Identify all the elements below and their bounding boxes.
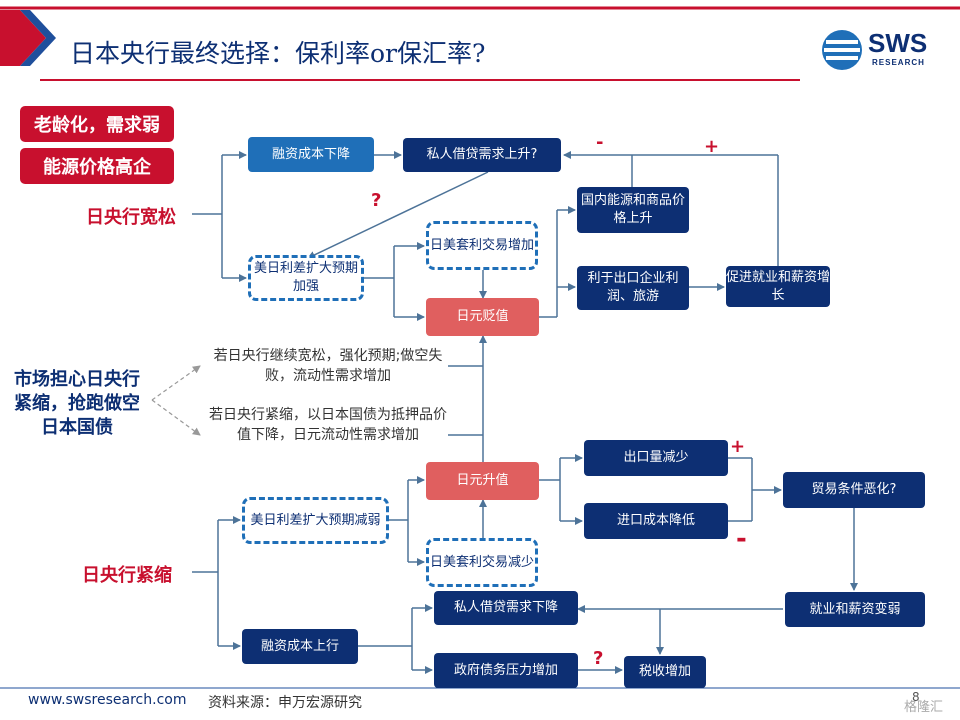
node-spread-widen-weak: 美日利差扩大预期减弱: [242, 497, 389, 544]
node-spread-widen-strong: 美日利差扩大预期加强: [248, 255, 364, 301]
node-exporters-profit: 利于出口企业利润、旅游: [577, 266, 689, 310]
label-market-worry: 市场担心日央行紧缩，抢跑做空日本国债: [14, 369, 140, 438]
node-domestic-prices-up: 国内能源和商品价格上升: [577, 187, 689, 233]
note-continued-easing: 若日央行继续宽松，强化预期;做空失败，流动性需求增加: [213, 348, 443, 384]
node-private-credit-down: 私人借贷需求下降: [434, 591, 578, 625]
footer-url[interactable]: www.swsresearch.com: [28, 692, 187, 708]
node-import-cost-down: 进口成本降低: [584, 503, 728, 539]
tag-energy-prices-high: 能源价格高企: [20, 148, 174, 184]
node-carry-trade-down: 日美套利交易减少: [426, 538, 538, 587]
sign-plus-top: +: [704, 136, 720, 157]
tag-aging-weak-demand: 老龄化，需求弱: [20, 106, 174, 142]
node-tax-revenue-up: 税收增加: [624, 656, 706, 688]
node-yen-depreciation: 日元贬值: [426, 298, 539, 336]
node-employment-wage-up: 促进就业和薪资增长: [726, 266, 830, 307]
sign-question-top: ?: [371, 190, 382, 211]
label-boj-tightening: 日央行紧缩: [82, 565, 172, 586]
node-financing-cost-down: 融资成本下降: [248, 137, 374, 172]
header-decoration: [0, 6, 960, 81]
footer-source: 资料来源：申万宏源研究: [208, 695, 362, 711]
sign-question-bottom: ?: [593, 648, 604, 669]
logo-subtext: RESEARCH: [872, 58, 925, 67]
node-yen-appreciation: 日元升值: [426, 462, 539, 500]
watermark: 格隆汇: [904, 700, 944, 715]
sws-logo: SWS RESEARCH: [820, 28, 940, 72]
node-terms-of-trade-worse: 贸易条件恶化?: [783, 472, 925, 508]
label-boj-easing: 日央行宽松: [86, 207, 176, 228]
page-number: 8: [912, 690, 920, 704]
logo-mark-icon: [822, 30, 862, 70]
node-financing-cost-up: 融资成本上行: [242, 629, 358, 664]
node-carry-trade-up: 日美套利交易增加: [426, 221, 538, 270]
node-exports-down: 出口量减少: [584, 440, 728, 476]
page-title: 日本央行最终选择：保利率or保汇率?: [70, 39, 486, 68]
sign-minus-bottom: -: [736, 524, 747, 554]
node-employment-wage-weak: 就业和薪资变弱: [785, 592, 925, 627]
note-tightening-collateral: 若日央行紧缩，以日本国债为抵押品价值下降，日元流动性需求增加: [209, 407, 447, 443]
node-private-credit-up: 私人借贷需求上升?: [403, 138, 561, 172]
node-gov-debt-pressure: 政府债务压力增加: [434, 653, 578, 688]
sign-plus-bottom: +: [730, 436, 746, 457]
logo-text: SWS: [868, 28, 928, 58]
sign-minus-top: -: [596, 132, 604, 153]
